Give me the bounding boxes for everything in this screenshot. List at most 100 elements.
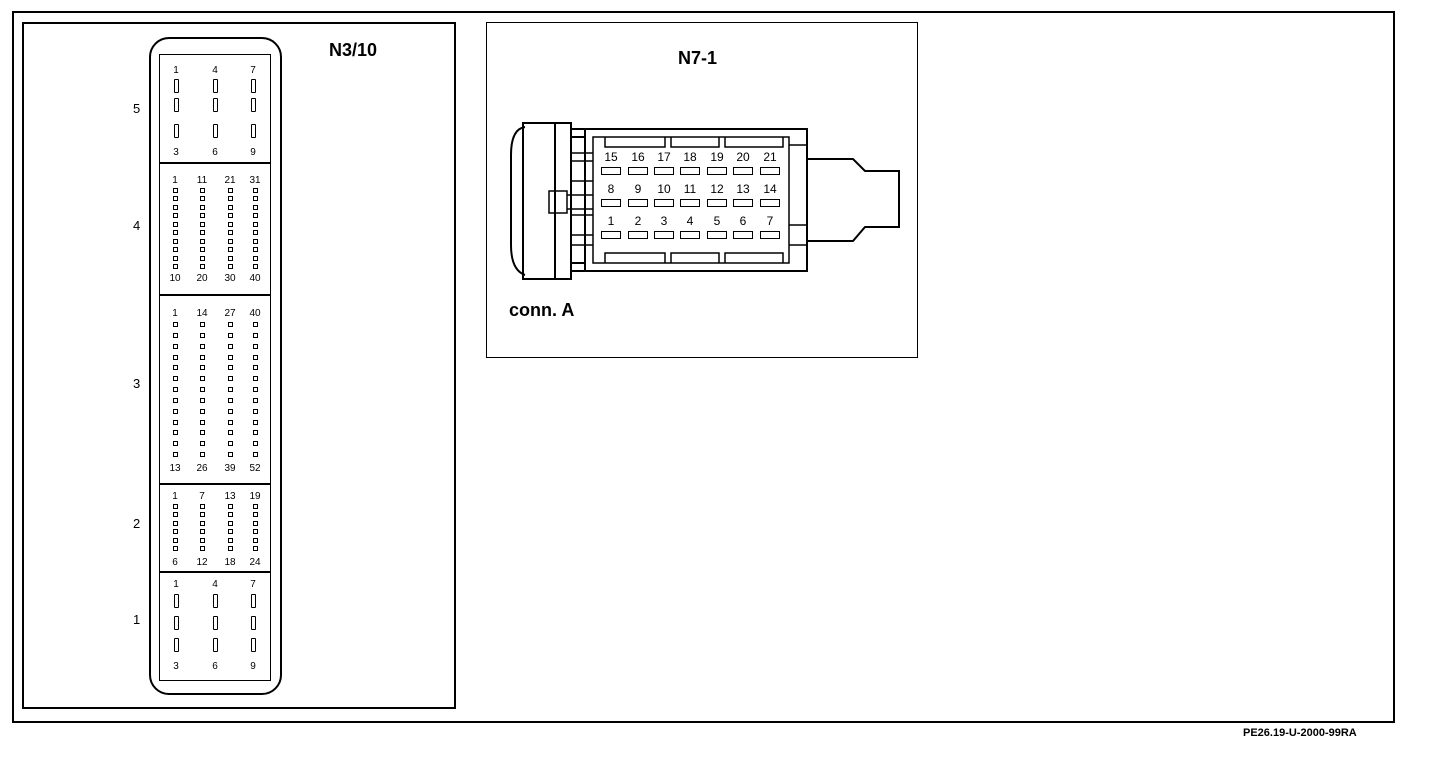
n3-pin-cavity bbox=[228, 387, 233, 392]
n3-s1-bottom-pin: 3 bbox=[173, 661, 179, 672]
n3-pin-cavity bbox=[200, 322, 205, 327]
n3-s1-top-pin: 1 bbox=[173, 579, 179, 590]
n3-pin-cavity bbox=[253, 529, 258, 534]
n3-blade-cavity bbox=[251, 638, 256, 652]
n3-pin-cavity bbox=[228, 546, 233, 551]
n3-pin-cavity bbox=[200, 512, 205, 517]
n7-pin-number: 13 bbox=[736, 182, 750, 196]
n7-pin-number: 20 bbox=[736, 150, 750, 164]
n3-blade-cavity bbox=[251, 124, 256, 138]
n7-pin-cavity bbox=[654, 199, 674, 207]
n7-pin-number: 11 bbox=[683, 182, 697, 196]
n3-panel bbox=[22, 22, 456, 709]
n3-s3-bottom-pin: 26 bbox=[196, 463, 208, 474]
n7-pin-cavity bbox=[707, 231, 727, 239]
n3-pin-cavity bbox=[173, 205, 178, 210]
n3-pin-cavity bbox=[173, 376, 178, 381]
n3-pin-cavity bbox=[253, 452, 258, 457]
n3-blade-cavity bbox=[213, 638, 218, 652]
outer-frame bbox=[12, 11, 1395, 723]
n3-pin-cavity bbox=[228, 521, 233, 526]
n3-pin-cavity bbox=[253, 230, 258, 235]
n3-pin-cavity bbox=[253, 441, 258, 446]
n3-pin-cavity bbox=[228, 222, 233, 227]
n3-pin-cavity bbox=[173, 230, 178, 235]
n3-divider-3 bbox=[159, 483, 271, 485]
n3-s5-bottom-pin: 6 bbox=[212, 147, 218, 158]
n3-s4-bottom-pin: 10 bbox=[169, 273, 181, 284]
n3-pin-cavity bbox=[228, 504, 233, 509]
n3-s1-top-pin: 4 bbox=[212, 579, 218, 590]
n3-pin-cavity bbox=[253, 504, 258, 509]
n7-pin-cavity bbox=[680, 167, 700, 175]
n3-s3-top-pin: 40 bbox=[249, 308, 261, 319]
n3-pin-cavity bbox=[253, 538, 258, 543]
n3-s2-bottom-pin: 18 bbox=[224, 557, 236, 568]
n3-pin-cavity bbox=[173, 344, 178, 349]
n3-s1-top-pin: 7 bbox=[250, 579, 256, 590]
n3-pin-cavity bbox=[173, 322, 178, 327]
n3-pin-cavity bbox=[228, 322, 233, 327]
n3-blade-cavity bbox=[213, 98, 218, 112]
n3-s4-top-pin: 11 bbox=[196, 175, 208, 186]
n7-pin-number: 21 bbox=[763, 150, 777, 164]
n3-pin-cavity bbox=[173, 420, 178, 425]
n7-pin-cavity bbox=[654, 231, 674, 239]
n3-blade-cavity bbox=[174, 79, 179, 93]
n7-pin-cavity bbox=[628, 199, 648, 207]
n3-pin-cavity bbox=[228, 398, 233, 403]
n3-pin-cavity bbox=[253, 222, 258, 227]
n3-divider-4 bbox=[159, 571, 271, 573]
n3-pin-cavity bbox=[173, 196, 178, 201]
n3-pin-cavity bbox=[200, 546, 205, 551]
n3-s4-bottom-pin: 30 bbox=[224, 273, 236, 284]
n3-pin-cavity bbox=[173, 538, 178, 543]
n3-s5-top-pin: 1 bbox=[173, 65, 179, 76]
n3-s2-top-pin: 1 bbox=[172, 491, 178, 502]
n3-pin-cavity bbox=[253, 264, 258, 269]
n3-pin-cavity bbox=[253, 213, 258, 218]
n3-pin-cavity bbox=[173, 239, 178, 244]
n3-pin-cavity bbox=[200, 365, 205, 370]
n3-pin-cavity bbox=[173, 355, 178, 360]
n7-pin-number: 12 bbox=[710, 182, 724, 196]
n7-pin-cavity bbox=[601, 167, 621, 175]
n7-pin-number: 4 bbox=[686, 214, 694, 228]
n3-pin-cavity bbox=[253, 409, 258, 414]
n3-pin-cavity bbox=[200, 196, 205, 201]
n7-pin-number: 18 bbox=[683, 150, 697, 164]
n3-pin-cavity bbox=[228, 196, 233, 201]
n3-pin-cavity bbox=[200, 188, 205, 193]
n3-pin-cavity bbox=[200, 441, 205, 446]
n3-pin-cavity bbox=[228, 365, 233, 370]
n3-pin-cavity bbox=[200, 247, 205, 252]
n3-pin-cavity bbox=[173, 430, 178, 435]
n3-pin-cavity bbox=[200, 420, 205, 425]
n7-pin-number: 3 bbox=[660, 214, 668, 228]
n3-blade-cavity bbox=[251, 594, 256, 608]
n3-divider-2 bbox=[159, 294, 271, 296]
n3-pin-cavity bbox=[228, 213, 233, 218]
n3-s4-top-pin: 1 bbox=[172, 175, 178, 186]
n3-pin-cavity bbox=[253, 247, 258, 252]
n3-pin-cavity bbox=[253, 256, 258, 261]
n3-pin-cavity bbox=[253, 521, 258, 526]
n3-row-label-2: 2 bbox=[133, 516, 141, 531]
n3-pin-cavity bbox=[228, 188, 233, 193]
n3-pin-cavity bbox=[228, 205, 233, 210]
n3-blade-cavity bbox=[251, 79, 256, 93]
n3-s4-top-pin: 31 bbox=[249, 175, 261, 186]
n3-pin-cavity bbox=[200, 333, 205, 338]
n7-pin-number: 15 bbox=[604, 150, 618, 164]
drawing-code: PE26.19-U-2000-99RA bbox=[1243, 727, 1357, 739]
n3-s5-bottom-pin: 9 bbox=[250, 147, 256, 158]
n3-s1-bottom-pin: 6 bbox=[212, 661, 218, 672]
n7-pin-number: 19 bbox=[710, 150, 724, 164]
n3-pin-cavity bbox=[173, 264, 178, 269]
n3-pin-cavity bbox=[173, 256, 178, 261]
n3-pin-cavity bbox=[228, 441, 233, 446]
n3-row-label-5: 5 bbox=[133, 101, 141, 116]
n3-pin-cavity bbox=[200, 355, 205, 360]
n3-pin-cavity bbox=[200, 213, 205, 218]
